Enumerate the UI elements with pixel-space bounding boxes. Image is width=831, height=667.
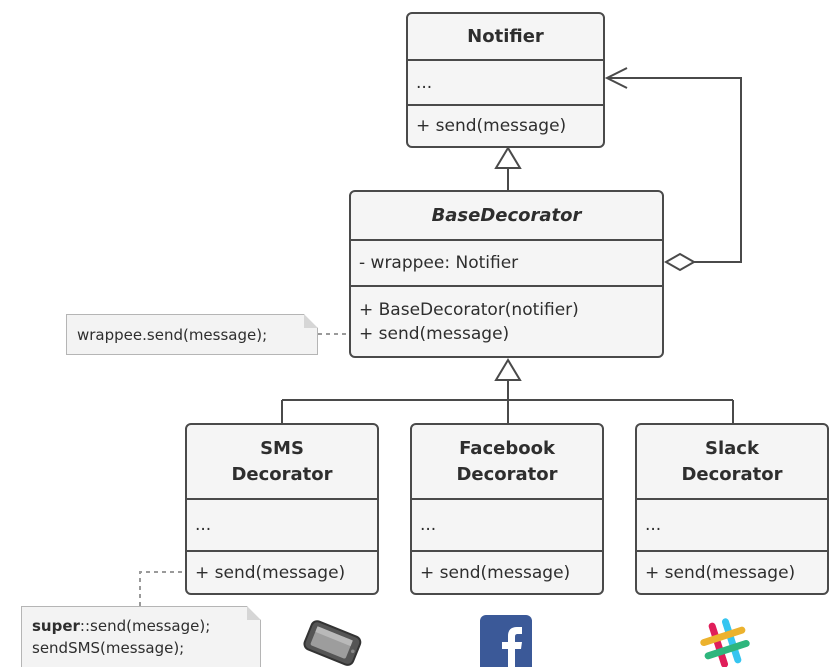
slack-icon <box>700 618 750 667</box>
sms-decorator-note: super::send(message); sendSMS(message); <box>21 606 261 667</box>
facebook-decorator-title: Facebook Decorator <box>412 425 602 498</box>
base-decorator-title: BaseDecorator <box>431 204 582 226</box>
sms-note-line2: sendSMS(message); <box>32 639 185 657</box>
notifier-class: Notifier ... + send(message) <box>406 12 605 148</box>
aggregation-line <box>607 77 742 263</box>
inheritance-arrow-decorators <box>494 358 522 381</box>
notifier-title: Notifier <box>467 25 544 47</box>
slack-title-line2: Decorator <box>681 463 783 485</box>
sms-title-line2: Decorator <box>231 463 333 485</box>
sms-title-line1: SMS <box>260 437 304 459</box>
facebook-decorator-fields: ... <box>412 498 602 550</box>
sms-note-line1-rest: ::send(message); <box>79 617 211 635</box>
facebook-icon <box>480 615 532 667</box>
base-decorator-field: - wrappee: Notifier <box>351 239 662 285</box>
facebook-decorator-method: + send(message) <box>412 550 602 593</box>
sms-note-keyword: super <box>32 617 80 635</box>
base-decorator-methods: + BaseDecorator(notifier) + send(message… <box>351 285 662 356</box>
base-decorator-class: BaseDecorator - wrappee: Notifier + Base… <box>349 190 664 358</box>
aggregation-arrowhead <box>604 67 628 89</box>
facebook-decorator-class: Facebook Decorator ... + send(message) <box>410 423 604 595</box>
note-connector-sms <box>139 571 186 606</box>
sms-decorator-method: + send(message) <box>187 550 377 593</box>
base-decorator-method: + send(message) <box>359 323 510 344</box>
facebook-title-line2: Decorator <box>456 463 558 485</box>
phone-icon <box>303 620 362 666</box>
sms-decorator-title: SMS Decorator <box>187 425 377 498</box>
slack-title-line1: Slack <box>705 437 759 459</box>
base-decorator-constructor: + BaseDecorator(notifier) <box>359 299 579 320</box>
facebook-title-line1: Facebook <box>459 437 555 459</box>
notifier-method: + send(message) <box>408 104 603 146</box>
slack-decorator-fields: ... <box>637 498 827 550</box>
sms-note-line1: super::send(message); <box>32 615 250 637</box>
aggregation-diamond <box>663 252 697 272</box>
slack-decorator-class: Slack Decorator ... + send(message) <box>635 423 829 595</box>
slack-decorator-method: + send(message) <box>637 550 827 593</box>
slack-decorator-title: Slack Decorator <box>637 425 827 498</box>
notifier-fields: ... <box>408 59 603 104</box>
inheritance-arrow-base <box>494 146 522 169</box>
sms-decorator-fields: ... <box>187 498 377 550</box>
base-decorator-note: wrappee.send(message); <box>66 314 318 355</box>
sms-decorator-class: SMS Decorator ... + send(message) <box>185 423 379 595</box>
base-note-text: wrappee.send(message); <box>77 325 268 344</box>
